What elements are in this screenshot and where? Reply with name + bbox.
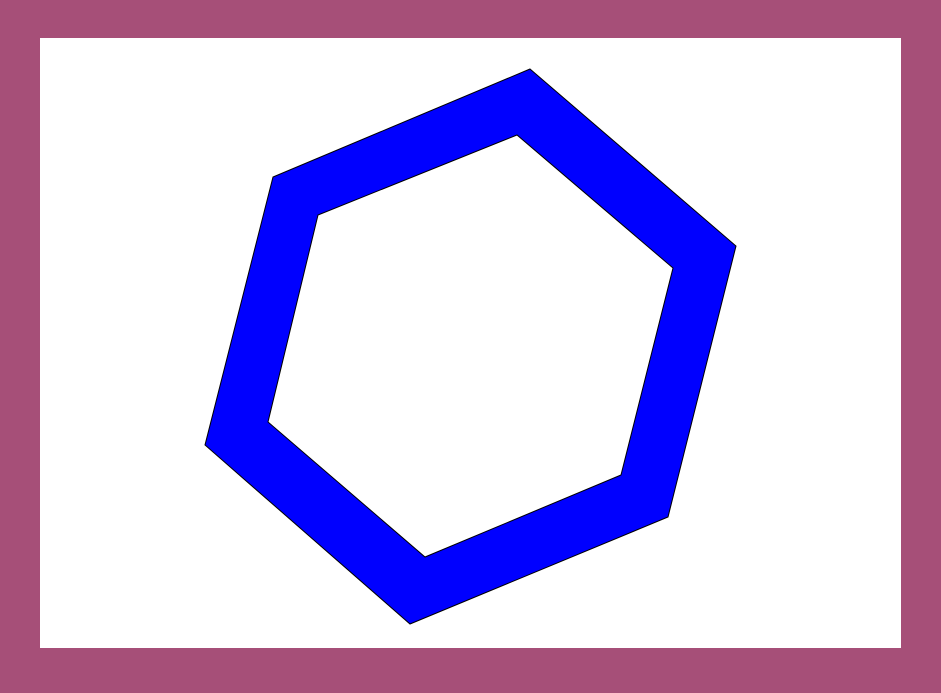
- hexagon-outer: [204, 68, 737, 625]
